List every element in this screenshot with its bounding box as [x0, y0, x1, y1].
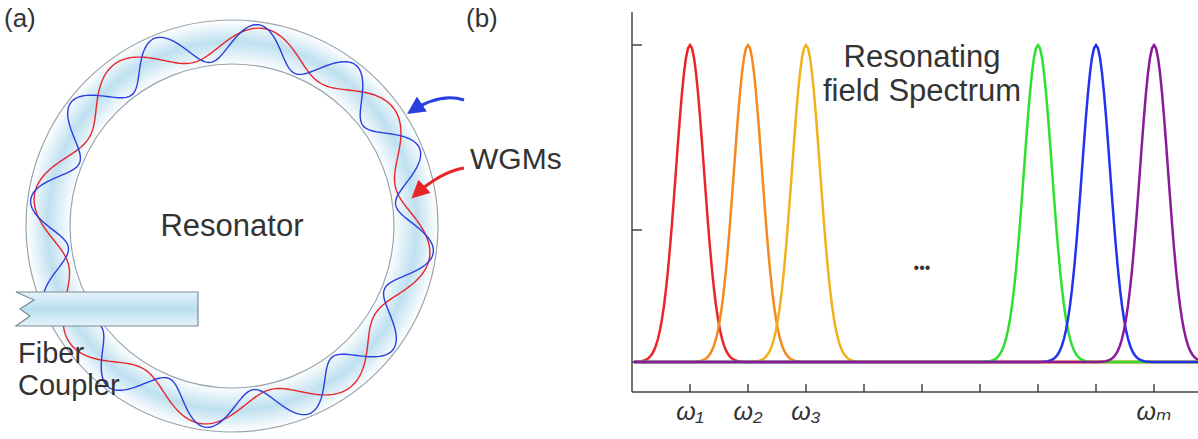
wgm-arrow: [414, 168, 464, 196]
x-tick: [805, 384, 807, 392]
x-tick: [1153, 384, 1155, 392]
ellipsis: •••: [914, 259, 931, 277]
x-tick: [1095, 384, 1097, 392]
wgm-wave: [31, 25, 434, 428]
x-tick: [747, 384, 749, 392]
wgm-arrow: [410, 98, 464, 112]
x-tick: [921, 384, 923, 392]
x-tick: [1037, 384, 1039, 392]
fiber-label: Fiber Coupler: [18, 338, 148, 402]
frequency-label: ω₂: [733, 398, 762, 426]
fiber-coupler: [16, 292, 198, 326]
y-tick: [632, 44, 642, 46]
y-tick: [632, 229, 642, 231]
x-tick: [863, 384, 865, 392]
panel-label: (b): [466, 4, 498, 33]
frequency-label: ωₘ: [1136, 398, 1171, 426]
x-tick: [979, 384, 981, 392]
wgm-wave: [34, 28, 430, 424]
panel-label: (a): [4, 4, 36, 33]
wgm-label: WGMs: [470, 142, 562, 175]
frequency-label: ω₃: [791, 398, 820, 426]
resonator-label: Resonator: [160, 208, 303, 244]
x-axis: [632, 391, 1198, 393]
y-axis: [631, 12, 633, 392]
spectrum-label: Resonating field Spectrum: [822, 40, 1022, 108]
frequency-label: ω₁: [676, 398, 703, 426]
x-tick: [689, 384, 691, 392]
